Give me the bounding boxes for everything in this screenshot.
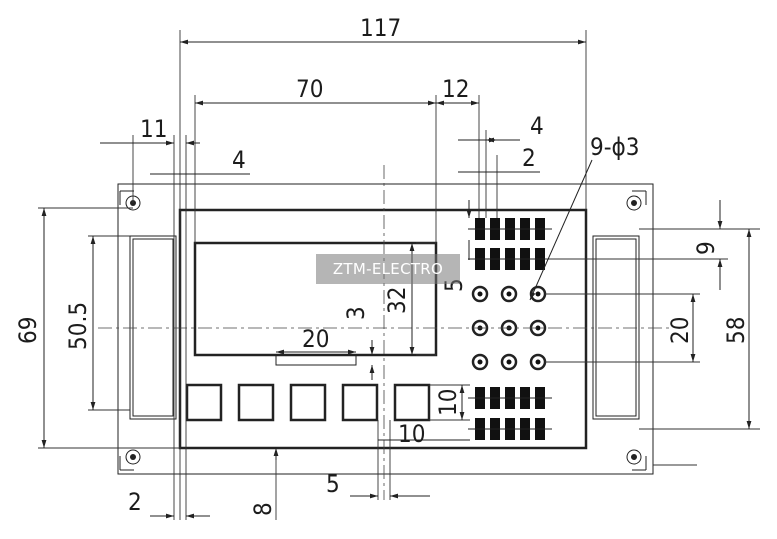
outer-board-outline — [117, 183, 654, 475]
dim-2-top: 2 — [522, 144, 536, 172]
mounting-holes — [119, 190, 647, 471]
dim-9-right: 9 — [692, 241, 720, 255]
dim-12: 12 — [442, 75, 469, 103]
dim-10-vertical: 10 — [434, 389, 462, 416]
button-row — [185, 383, 431, 422]
hole-note: 9-ϕ3 — [590, 133, 640, 161]
dim-70: 70 — [296, 75, 323, 103]
dimension-labels: 117 70 12 4 2 9-ϕ3 11 4 69 50.5 32 3 20 … — [14, 14, 750, 516]
display-window — [193, 241, 438, 366]
dim-58: 58 — [722, 317, 750, 344]
watermark-background — [316, 254, 460, 284]
dim-10-horizontal: 10 — [398, 420, 425, 448]
dim-69: 69 — [14, 317, 42, 344]
watermark-text: ZTM-ELECTRO — [332, 260, 444, 278]
dim-50-5: 50.5 — [64, 302, 92, 350]
left-side-slot — [129, 235, 177, 420]
dim-20-right: 20 — [666, 317, 694, 344]
dim-5-bottom: 5 — [326, 470, 340, 498]
dimension-lines — [41, 39, 752, 519]
dim-11: 11 — [140, 115, 167, 143]
dim-117: 117 — [360, 14, 401, 42]
bottom-pin-header — [468, 387, 552, 440]
dim-8-bottom: 8 — [249, 502, 277, 516]
dim-20-display: 20 — [302, 325, 329, 353]
dim-3: 3 — [342, 306, 370, 320]
inner-frame — [178, 208, 588, 450]
right-side-slot — [592, 235, 640, 420]
center-lines — [98, 165, 670, 500]
dim-4-top: 4 — [530, 112, 544, 140]
dim-4-left: 4 — [232, 146, 246, 174]
extension-lines — [38, 30, 760, 520]
dim-32: 32 — [383, 287, 411, 314]
dim-2-bottom: 2 — [128, 488, 142, 516]
top-pin-header — [468, 218, 552, 270]
